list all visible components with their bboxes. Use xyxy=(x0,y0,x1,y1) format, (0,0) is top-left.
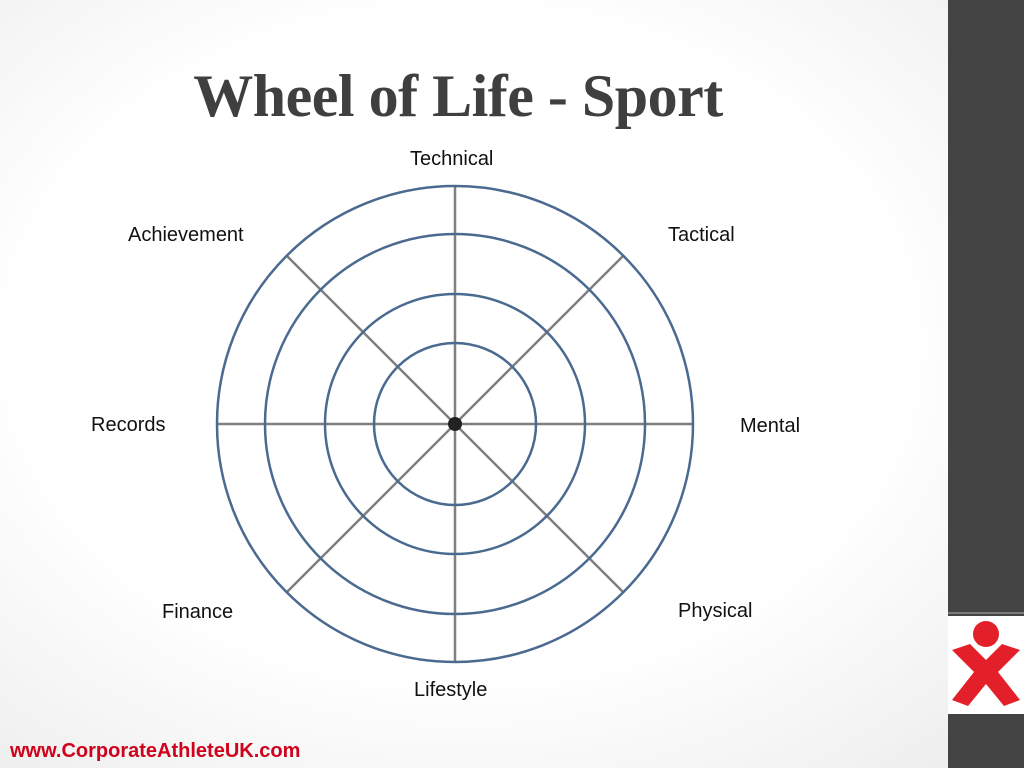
wheel-spoke xyxy=(285,254,456,425)
wheel-ring xyxy=(263,232,647,616)
wheel-spokes xyxy=(217,186,693,662)
logo xyxy=(948,616,1024,714)
segment-label-finance: Finance xyxy=(162,601,234,623)
segment-label-mental: Mental xyxy=(740,415,801,437)
wheel-center-dot xyxy=(448,417,462,431)
segment-label-achievement: Achievement xyxy=(128,224,244,246)
segment-label-tactical: Tactical xyxy=(668,224,735,246)
wheel-spoke xyxy=(454,254,625,425)
sidebar-divider xyxy=(948,612,1024,614)
segment-label-records: Records xyxy=(91,414,166,436)
slide-title: Wheel of Life - Sport xyxy=(193,63,723,129)
wheel-ring xyxy=(323,292,587,556)
segment-label-physical: Physical xyxy=(678,600,753,622)
wheel-of-life-diagram xyxy=(215,184,695,664)
segment-label-lifestyle: Lifestyle xyxy=(414,679,488,701)
segment-label-technical: Technical xyxy=(410,148,494,170)
wheel-rings xyxy=(215,184,695,664)
wheel-spoke xyxy=(285,423,456,594)
footer-website-link[interactable]: www.CorporateAthleteUK.com xyxy=(10,740,301,762)
wheel-ring xyxy=(215,184,695,664)
wheel-spoke xyxy=(454,423,625,594)
wheel-ring xyxy=(372,341,538,507)
figure-x-logo-icon xyxy=(952,621,1020,706)
